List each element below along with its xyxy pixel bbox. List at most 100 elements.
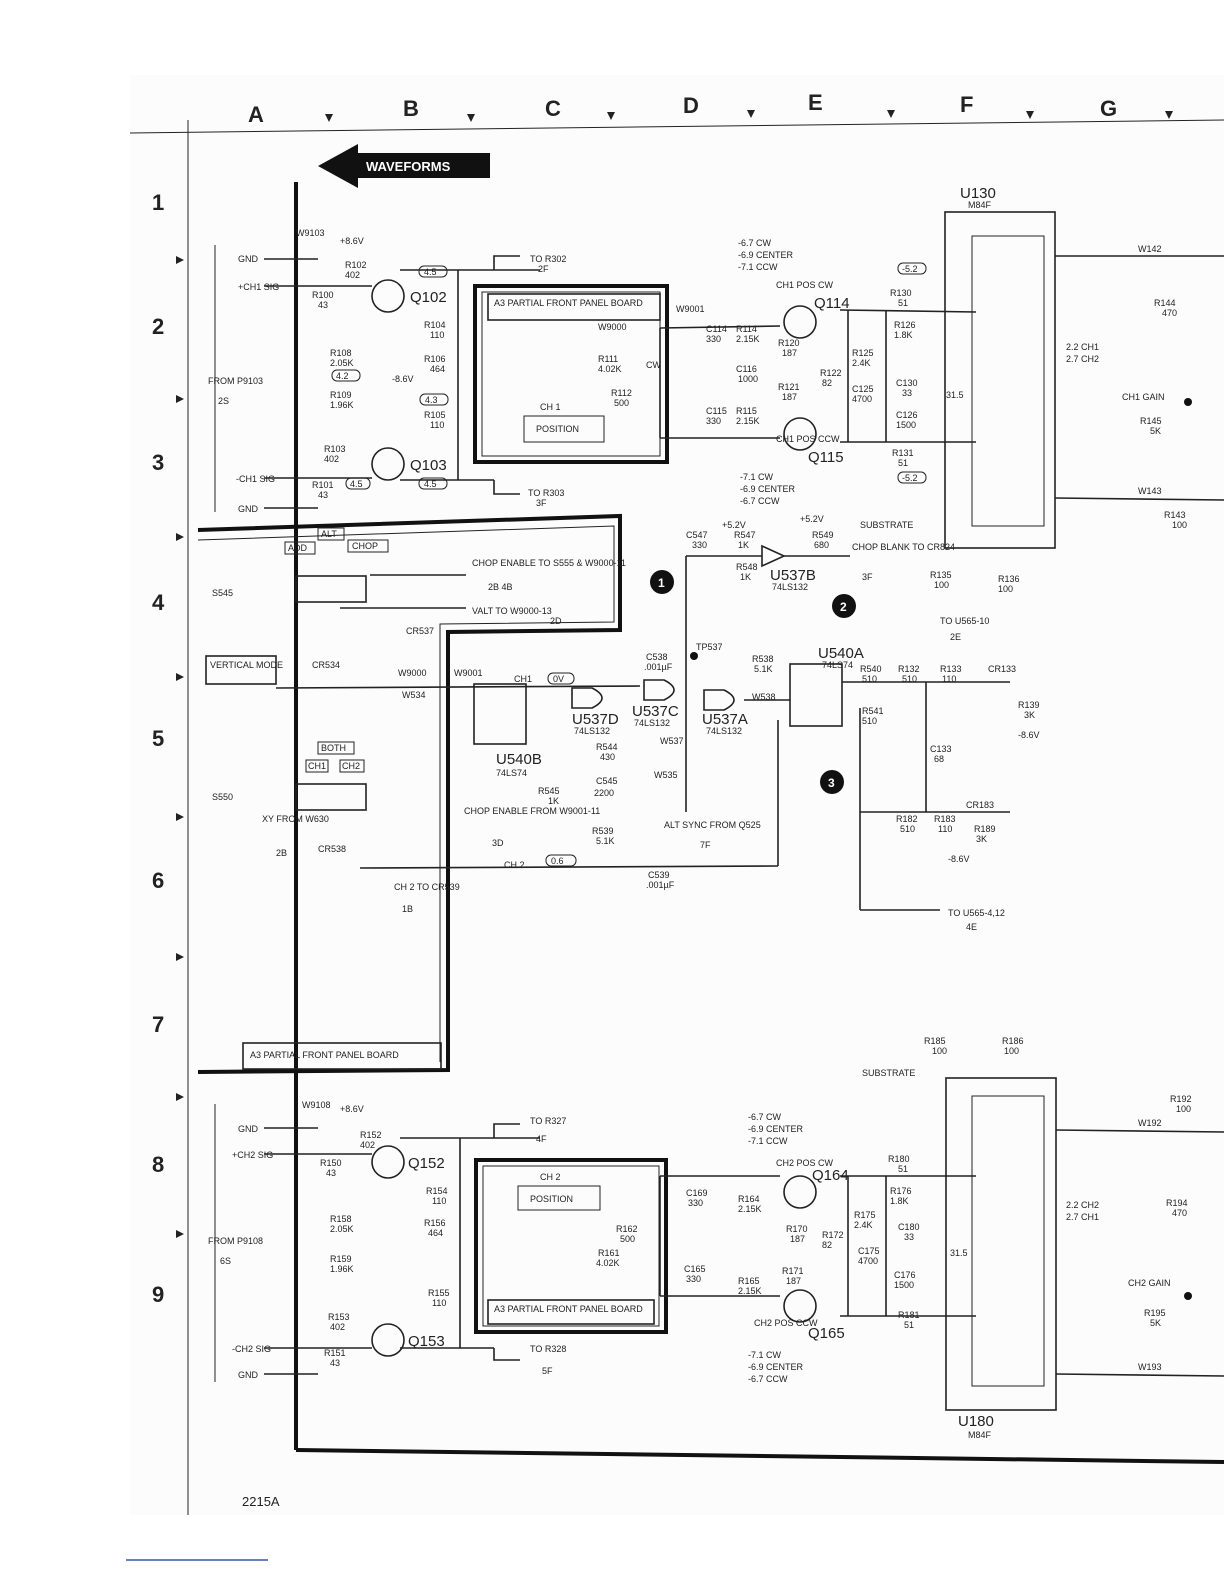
resistor-value: 402 bbox=[360, 1140, 375, 1150]
bottom-bus-wire bbox=[295, 1448, 1224, 1464]
transistor-symbol bbox=[371, 279, 405, 313]
resistor-value: 1.8K bbox=[890, 1196, 909, 1206]
offpage-loc: 2F bbox=[538, 264, 549, 274]
callout-number: 2 bbox=[840, 600, 847, 614]
logic-net: CHOP ENABLE TO S555 & W9000-11 bbox=[472, 558, 626, 568]
resistor-value: 1.8K bbox=[894, 330, 913, 340]
resistor-value: 51 bbox=[898, 458, 908, 468]
resistor-label: R538 bbox=[752, 654, 774, 664]
capacitor-value: 4700 bbox=[852, 394, 872, 404]
resistor-value: 1.96K bbox=[330, 1264, 354, 1274]
resistor-label: R126 bbox=[894, 320, 916, 330]
capacitor-value: .001µF bbox=[646, 880, 675, 890]
ic-label: U180 bbox=[958, 1413, 994, 1430]
resistor-value: 31.5 bbox=[950, 1248, 968, 1258]
position-label: POSITION bbox=[536, 424, 579, 434]
switch-label: ALT bbox=[321, 529, 337, 539]
resistor-value: 51 bbox=[904, 1320, 914, 1330]
col-label: E bbox=[808, 90, 823, 115]
testpoint-label: TP537 bbox=[696, 642, 723, 652]
resistor-value: 500 bbox=[614, 398, 629, 408]
supply-label: +8.6V bbox=[340, 1104, 364, 1114]
resistor-label: R158 bbox=[330, 1214, 352, 1224]
logic-net: TO U565-4,12 bbox=[948, 908, 1005, 918]
u180-section: U180 M84F W192 W193 R192 100 2.2 CH2 2.7… bbox=[945, 1077, 1224, 1440]
capacitor-value: 33 bbox=[902, 388, 912, 398]
connector-label: W9103 bbox=[296, 228, 325, 238]
capacitor-label: C165 bbox=[684, 1264, 706, 1274]
row-labels: 1 2 3 4 5 6 7 8 9 bbox=[152, 190, 165, 1307]
connector-label: W9001 bbox=[676, 304, 705, 314]
logic-net-loc: 2B 4B bbox=[488, 582, 513, 592]
pos-voltage: -7.1 CW bbox=[740, 472, 774, 482]
capacitor-value: 2200 bbox=[594, 788, 614, 798]
resistor-value: 1K bbox=[740, 572, 751, 582]
resistor-value: 51 bbox=[898, 1164, 908, 1174]
resistor-value: 4.02K bbox=[596, 1258, 620, 1268]
waveforms-banner[interactable]: WAVEFORMS bbox=[318, 144, 490, 188]
resistor-label: R131 bbox=[892, 448, 914, 458]
capacitor-label: C547 bbox=[686, 530, 708, 540]
position-control[interactable] bbox=[523, 415, 605, 443]
capacitor-label: C130 bbox=[896, 378, 918, 388]
diode-label: CR537 bbox=[406, 626, 434, 636]
offpage-ref: TO R328 bbox=[530, 1344, 566, 1354]
transistor-symbol bbox=[783, 1175, 817, 1209]
ch2-diffamp-section: -6.7 CW -6.9 CENTER -7.1 CCW CH2 POS CW … bbox=[684, 1112, 976, 1384]
resistor-label: R549 bbox=[812, 530, 834, 540]
connector-label: W537 bbox=[660, 736, 684, 746]
transistor-symbol bbox=[371, 1145, 405, 1179]
from-label: FROM P9108 bbox=[208, 1236, 263, 1246]
s545-switch[interactable] bbox=[295, 575, 367, 603]
resistor-label: R541 bbox=[862, 706, 884, 716]
callout-marker bbox=[650, 570, 674, 594]
resistor-label: R165 bbox=[738, 1276, 760, 1286]
u130-section: U130 M84F W142 W143 R144 470 2.2 CH1 2.7… bbox=[860, 185, 1224, 549]
voltage-tag: 0.6 bbox=[551, 856, 564, 866]
testpoint-icon[interactable] bbox=[690, 652, 698, 660]
resistor-value: 5.1K bbox=[596, 836, 615, 846]
supply-label: +8.6V bbox=[340, 236, 364, 246]
gain-adjust-icon[interactable] bbox=[1184, 1292, 1192, 1300]
pos-voltage: -6.9 CENTER bbox=[738, 250, 794, 260]
ic-label: U537D bbox=[572, 711, 619, 728]
logic-net: CHOP ENABLE FROM W9001-11 bbox=[464, 806, 600, 816]
transistor-label: Q153 bbox=[408, 1333, 445, 1350]
resistor-label: R183 bbox=[934, 814, 956, 824]
ic-label: U537A bbox=[702, 711, 748, 728]
callout-number: 1 bbox=[658, 576, 665, 590]
capacitor-label: C116 bbox=[736, 364, 757, 374]
resistor-value: 1K bbox=[738, 540, 749, 550]
resistor-label: R101 bbox=[312, 480, 334, 490]
capacitor-label: C115 bbox=[706, 406, 727, 416]
column-ticks bbox=[325, 110, 1173, 122]
gain-adjust-icon[interactable] bbox=[1184, 398, 1192, 406]
logic-net-loc: 3D bbox=[492, 838, 504, 848]
s550-switch[interactable] bbox=[295, 783, 367, 811]
resistor-value: 31.5 bbox=[946, 390, 964, 400]
output-voltage: 2.2 CH1 bbox=[1066, 342, 1099, 352]
ic-type: 74LS132 bbox=[772, 582, 808, 592]
resistor-label: R159 bbox=[330, 1254, 352, 1264]
net-label: CH1 bbox=[514, 674, 532, 684]
waveforms-label: WAVEFORMS bbox=[366, 159, 451, 174]
pos-voltage: -6.7 CCW bbox=[740, 496, 780, 506]
row-label: 9 bbox=[152, 1282, 164, 1307]
position-control[interactable] bbox=[517, 1185, 601, 1211]
capacitor-value: 4700 bbox=[858, 1256, 878, 1266]
pos-voltage: -6.9 CENTER bbox=[748, 1124, 804, 1134]
resistor-label: R132 bbox=[898, 664, 920, 674]
resistor-label: R105 bbox=[424, 410, 446, 420]
logic-net-loc: 2D bbox=[550, 616, 562, 626]
logic-net-loc: 7F bbox=[700, 840, 711, 850]
output-voltage: 2.7 CH1 bbox=[1066, 1212, 1099, 1222]
row-label: 2 bbox=[152, 314, 164, 339]
logic-net: ALT SYNC FROM Q525 bbox=[664, 820, 761, 830]
capacitor-value: 330 bbox=[686, 1274, 701, 1284]
resistor-value: 2.15K bbox=[738, 1204, 762, 1214]
ic-label: U537B bbox=[770, 567, 816, 584]
resistor-value: 187 bbox=[782, 348, 797, 358]
resistor-label: R156 bbox=[424, 1218, 446, 1228]
col-label: A bbox=[248, 102, 264, 127]
panel-label: A3 PARTIAL FRONT PANEL BOARD bbox=[494, 298, 643, 308]
